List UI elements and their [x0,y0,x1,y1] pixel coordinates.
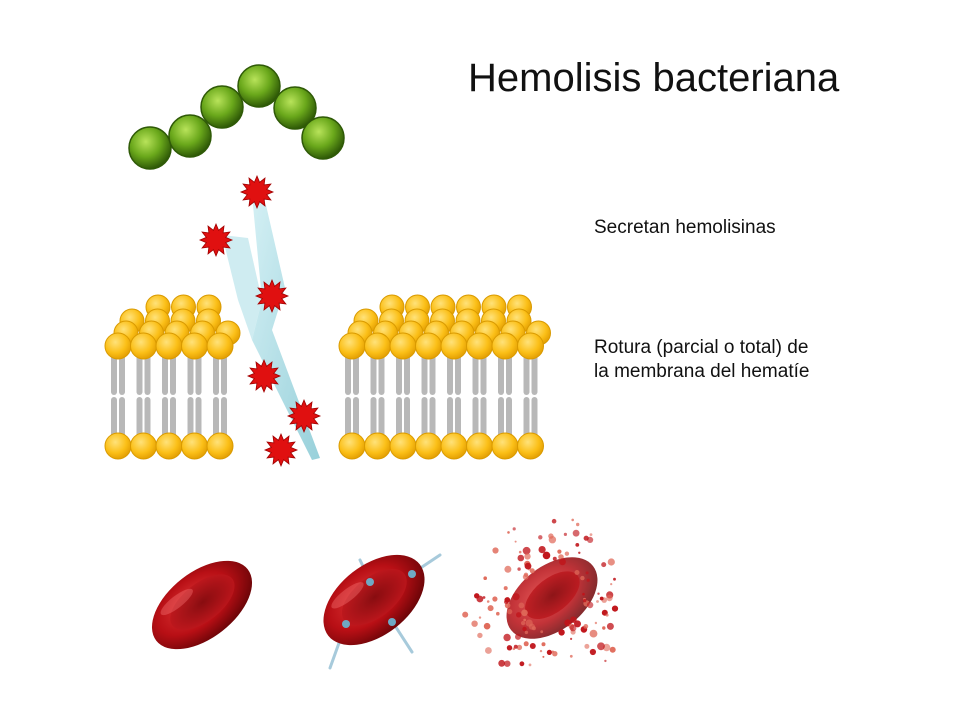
hemolysin-icon [246,358,282,394]
hemolysin-icon [263,432,299,468]
slide-title: Hemolisis bacteriana [468,56,840,100]
caption-secretion: Secretan hemolisinas [594,217,776,238]
caption-rupture-line-2: la membrana del hematíe [594,361,810,382]
hemolysin-icon [239,174,275,210]
hemolysin-icon [198,222,234,258]
erythrocyte-intact [151,560,253,650]
caption-rupture: Rotura (parcial o total) de la membrana … [594,336,894,384]
caption-rupture-line-1: Rotura (parcial o total) de [594,337,809,358]
hemolysin-icon [254,278,290,314]
coccus-icon [200,85,244,129]
membrane-left [104,294,241,460]
coccus-icon [301,116,345,160]
cell-debris [462,518,619,667]
coccus-icon [237,64,281,108]
membrane-right [338,294,551,460]
hemolysin-icon [286,398,322,434]
hemolysin-toxins [198,174,322,468]
erythrocyte-pierced [323,553,442,670]
erythrocyte-lysed [462,518,619,667]
coccus-icon [273,86,317,130]
coccus-icon [128,126,172,170]
pore-beam [222,195,320,460]
coccus-icon [168,114,212,158]
bacteria-chain [128,64,345,170]
